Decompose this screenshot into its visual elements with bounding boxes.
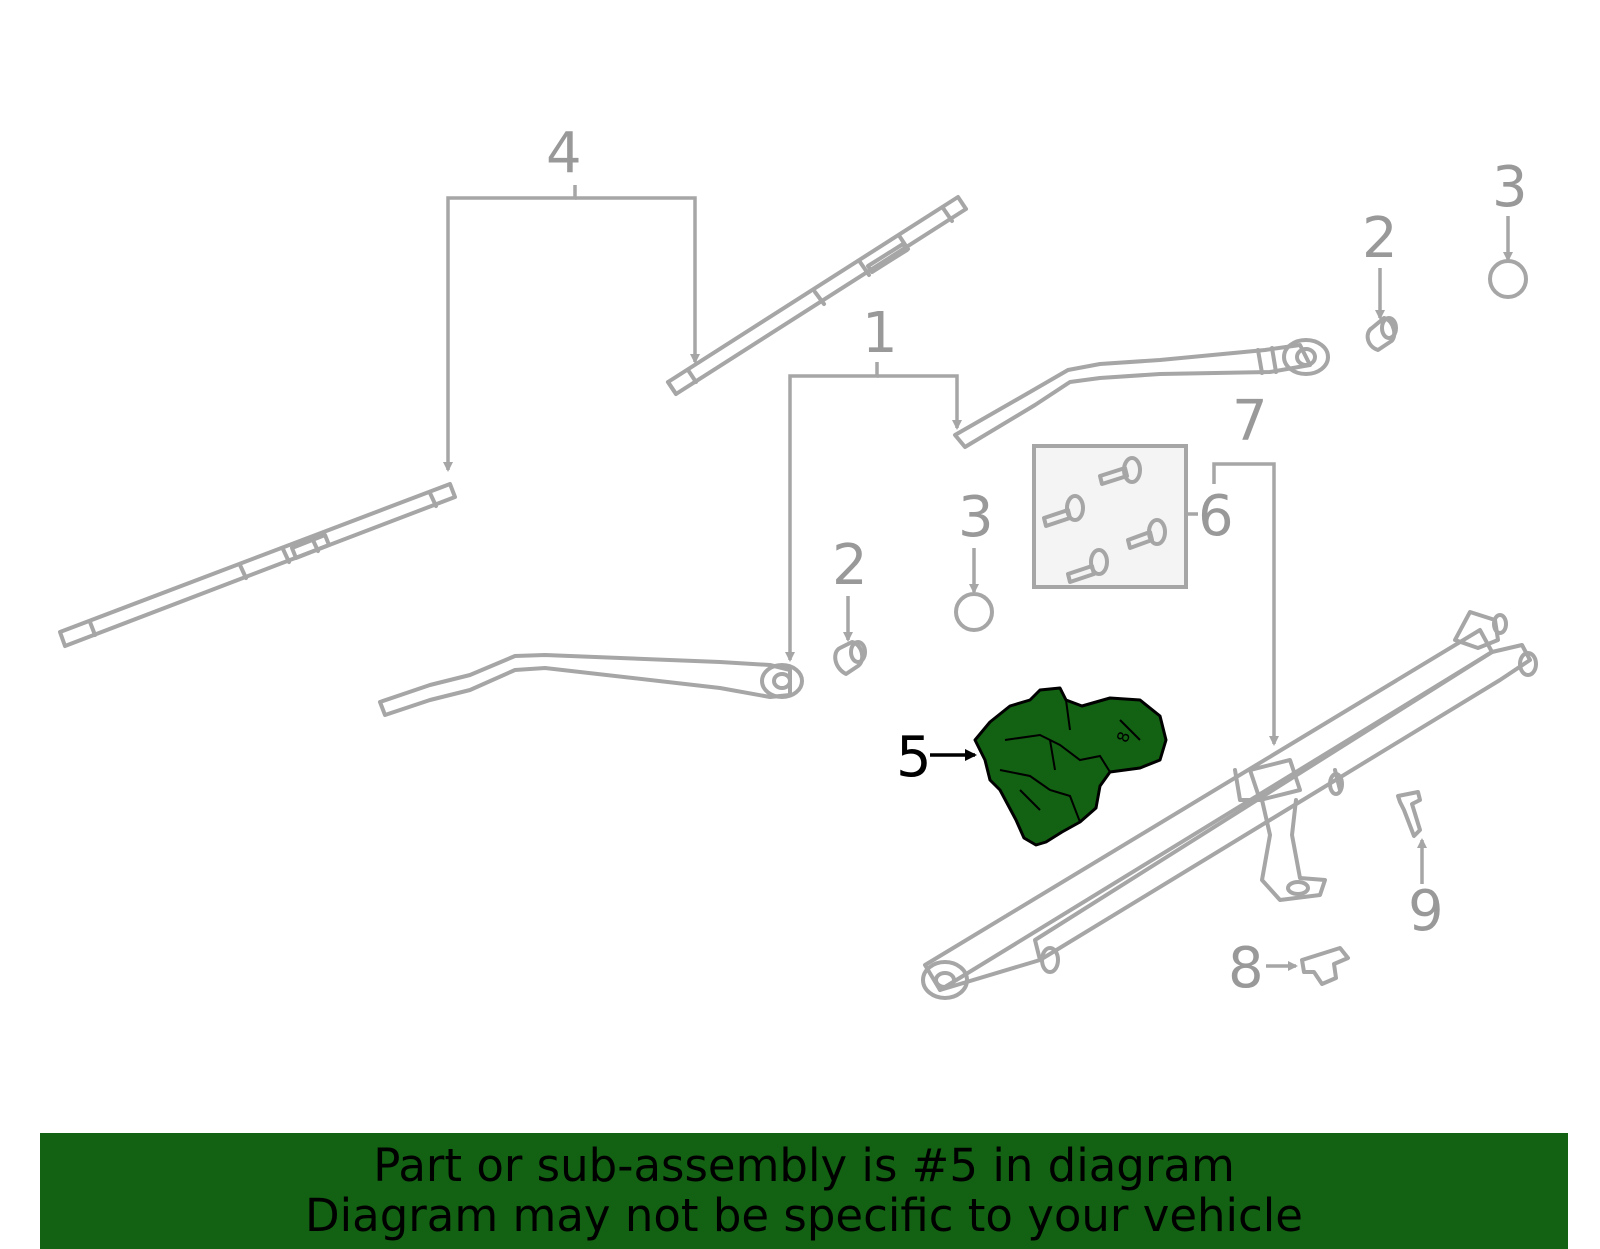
callout-6: 6 — [1198, 484, 1234, 549]
nut-cap-upper — [1365, 316, 1398, 352]
callout-2-middle: 2 — [832, 533, 868, 598]
callout-1: 1 — [862, 301, 898, 366]
callout-5: 5 — [896, 725, 932, 790]
banner-line-1: Part or sub-assembly is #5 in diagram — [373, 1139, 1235, 1192]
callout-4: 4 — [546, 121, 582, 186]
banner-line-2: Diagram may not be specific to your vehi… — [305, 1189, 1303, 1242]
callout-3-middle: 3 — [958, 485, 994, 550]
bolt-1 — [1098, 456, 1142, 486]
bolt-2 — [1042, 494, 1085, 528]
washer-upper — [1488, 259, 1528, 299]
callout-3-upper: 3 — [1492, 155, 1528, 220]
leader-7 — [1212, 462, 1279, 746]
leader-4 — [443, 185, 700, 472]
callout-8: 8 — [1228, 936, 1264, 1001]
bolt-4 — [1066, 548, 1109, 584]
wiper-arm-left — [378, 653, 804, 717]
washer-middle — [954, 592, 994, 632]
wiper-arm-right — [953, 338, 1330, 449]
nut-cap-middle — [833, 640, 867, 676]
bolt-kit-box — [1032, 444, 1188, 589]
push-pin-9 — [1396, 790, 1422, 838]
info-banner: Part or sub-assembly is #5 in diagram Di… — [40, 1133, 1568, 1249]
callout-2-upper: 2 — [1362, 206, 1398, 271]
wiper-linkage — [921, 610, 1538, 1000]
wiper-blade-lower — [58, 482, 457, 648]
callout-9: 9 — [1408, 879, 1444, 944]
wiper-motor-highlighted: 8 — [973, 686, 1168, 847]
bolt-3 — [1126, 518, 1167, 550]
callout-7: 7 — [1232, 389, 1268, 454]
clip-8 — [1300, 946, 1350, 986]
wiper-blade-upper — [666, 195, 968, 396]
leader-1 — [785, 362, 962, 662]
